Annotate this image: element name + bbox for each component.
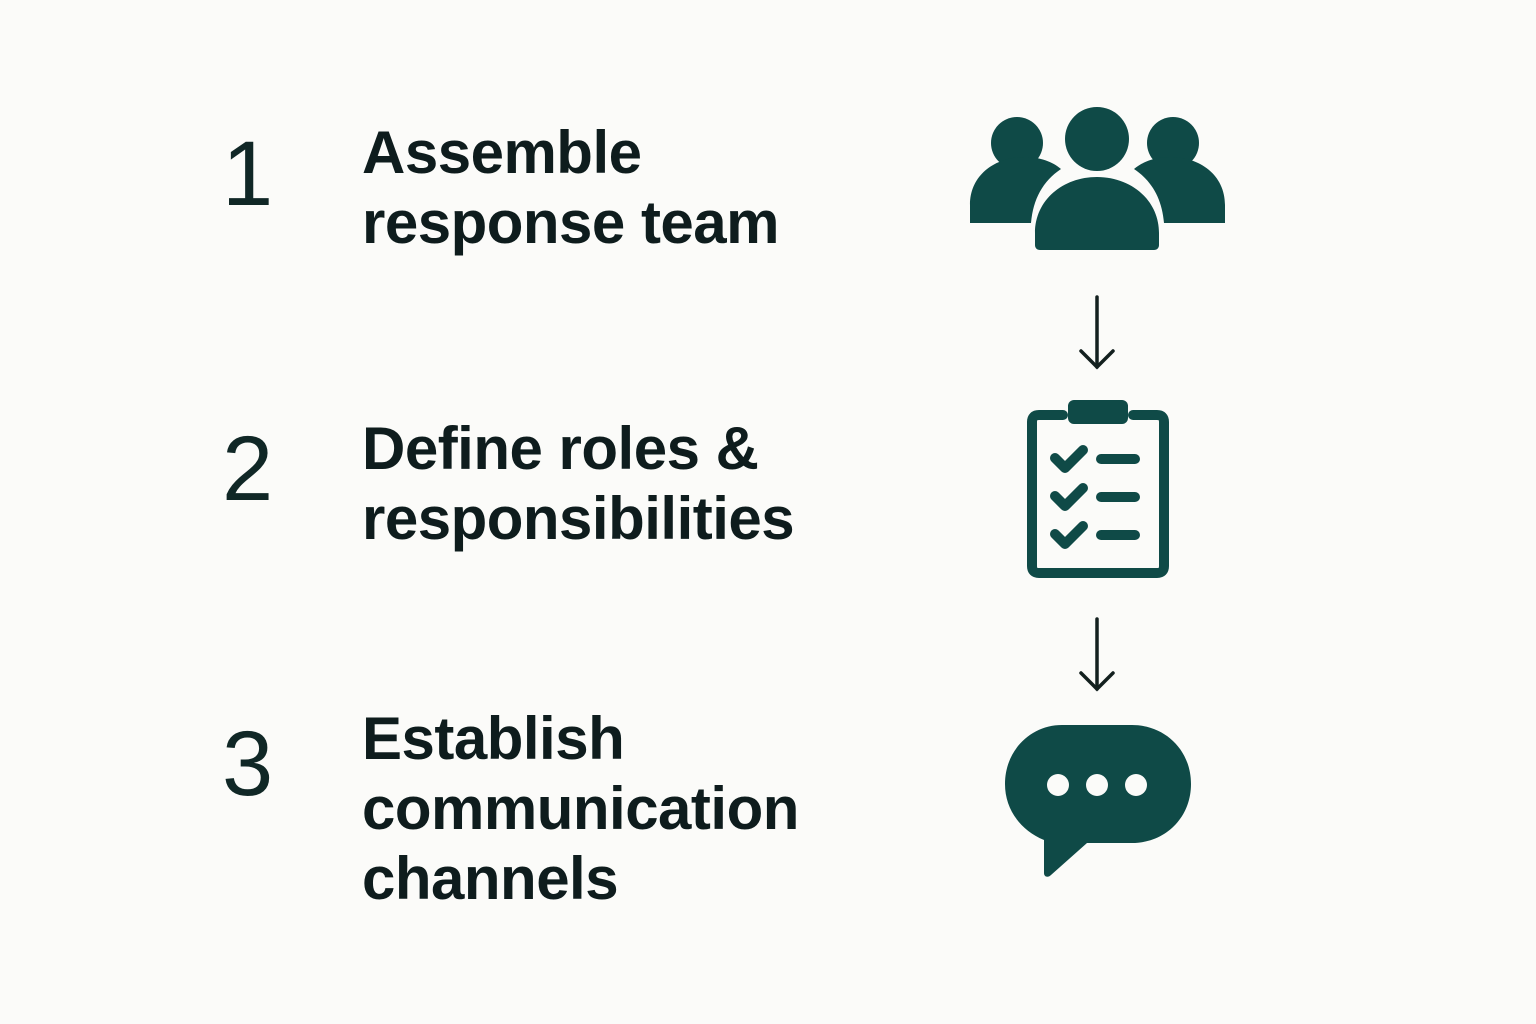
dot-icon (1086, 774, 1108, 796)
step-label: Establish communication channels (362, 704, 799, 914)
step-label-line: Define roles & (362, 415, 759, 482)
step-label-line: response team (362, 189, 780, 256)
step-label-line: Establish (362, 705, 625, 772)
dot-icon (1125, 774, 1147, 796)
step-label: Assemble response team (362, 118, 780, 258)
chat-bubble-icon (1005, 725, 1191, 877)
dot-icon (1047, 774, 1069, 796)
step-number: 2 (222, 418, 274, 520)
step-label-line: channels (362, 845, 619, 912)
step-label-line: responsibilities (362, 485, 795, 552)
step-label-line: communication (362, 775, 799, 842)
team-group-icon (970, 107, 1225, 250)
step-number: 3 (222, 713, 274, 815)
arrow-down-icon (1079, 295, 1115, 370)
step-number: 1 (222, 123, 274, 225)
step-label-line: Assemble (362, 119, 642, 186)
clipboard-checklist-icon (1027, 400, 1169, 578)
step-label: Define roles & responsibilities (362, 414, 795, 554)
arrow-down-icon (1079, 617, 1115, 692)
